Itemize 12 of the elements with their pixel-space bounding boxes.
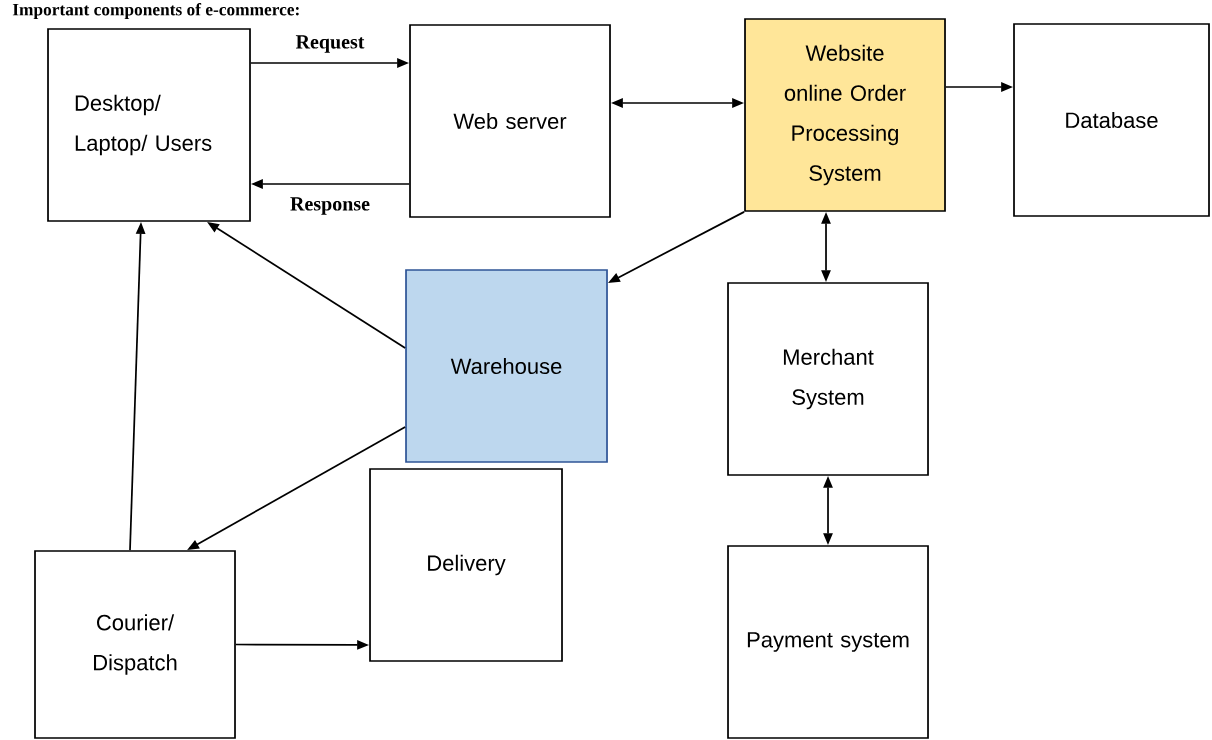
process-box: Delivery [369, 468, 563, 662]
process-box: Payment system [727, 545, 929, 739]
edge-label: Response [288, 196, 372, 216]
process-box: Desktop/ Laptop/ Users [47, 28, 251, 222]
process-box: Merchant System [727, 282, 929, 476]
process-box: Web server [409, 24, 611, 218]
process-box: Website online Order Processing System [744, 18, 946, 212]
edge-label: Request [294, 34, 366, 54]
process-box: Warehouse [405, 269, 608, 463]
process-box: Courier/ Dispatch [34, 550, 236, 739]
title: Important components of e-commerce: [12, 3, 299, 19]
process-box: Database [1013, 23, 1210, 217]
